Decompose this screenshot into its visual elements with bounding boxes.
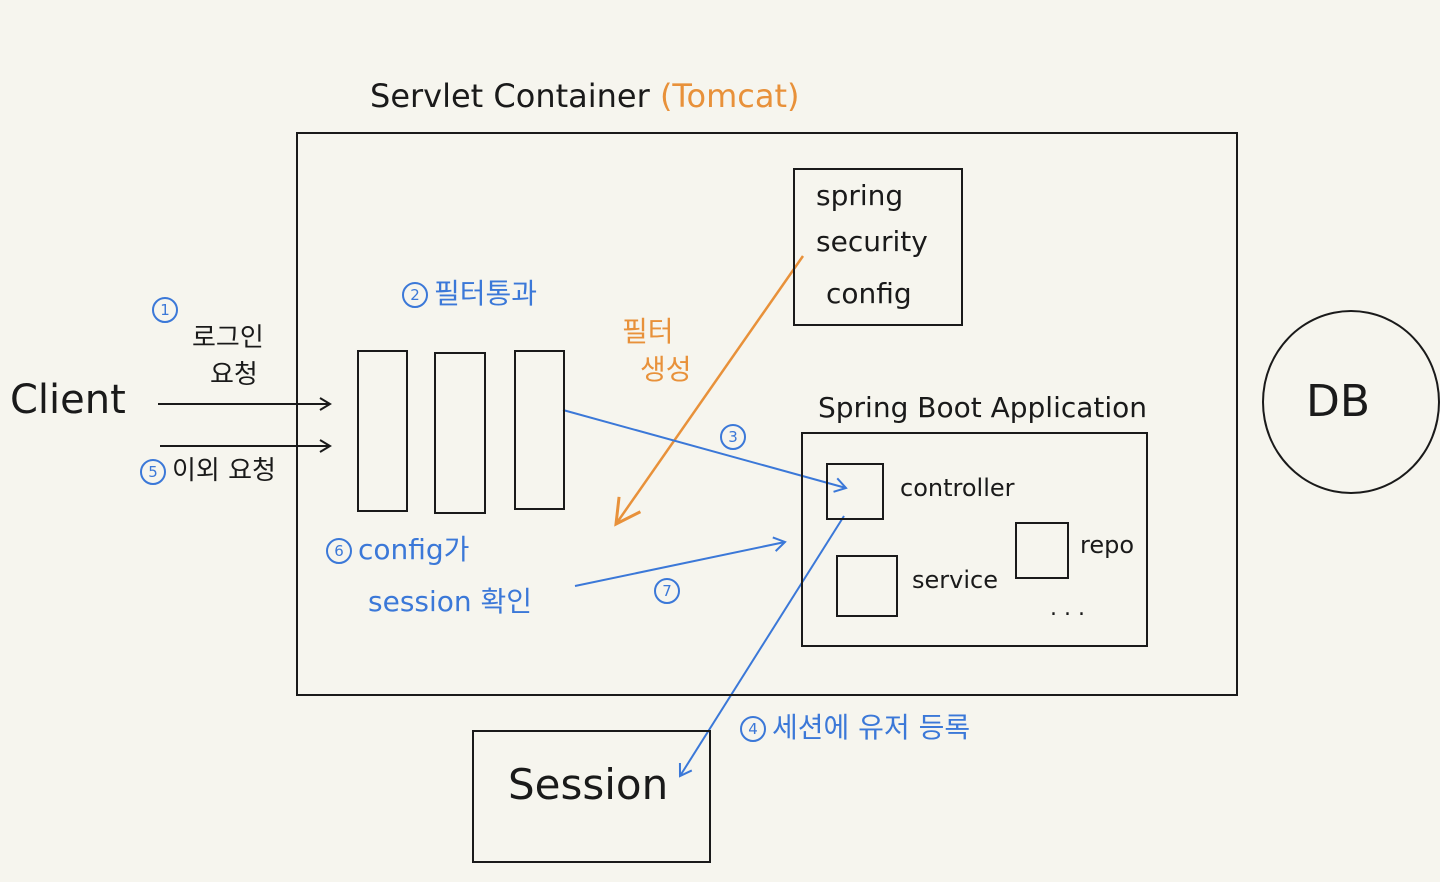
filter-3	[514, 350, 565, 510]
security-config-box	[793, 168, 963, 326]
step4-circle: 4	[740, 716, 766, 742]
step7-number: 7	[654, 578, 686, 604]
filter-2	[434, 352, 486, 514]
step2-text: 필터통과	[434, 277, 538, 310]
service-label: service	[912, 566, 998, 594]
servlet-container-title: Servlet Container (Tomcat)	[370, 80, 800, 112]
step4-text: 세션에 유저 등록	[772, 711, 971, 744]
controller-label: controller	[900, 474, 1015, 502]
step1-number: 1	[152, 297, 184, 323]
servlet-container-box	[296, 132, 1238, 696]
step7-circle: 7	[654, 578, 680, 604]
filter-create-line2: 생성	[640, 353, 692, 386]
step4-arrow	[678, 515, 845, 778]
step3-circle: 3	[720, 424, 746, 450]
client-label: Client	[10, 377, 126, 423]
controller-box	[826, 463, 884, 520]
security-config-line1: spring	[816, 179, 904, 212]
filter-create-line1: 필터	[622, 315, 674, 348]
db-label: DB	[1306, 376, 1371, 427]
servlet-container-title-paren: (Tomcat)	[659, 77, 800, 115]
step3-arrow	[562, 409, 848, 493]
repo-box	[1015, 522, 1069, 579]
step1-label-line2: 요청	[210, 360, 258, 390]
security-config-line3: config	[826, 277, 912, 310]
step1-circle: 1	[152, 297, 178, 323]
filter-create-arrow	[614, 255, 805, 527]
step6-text: config가	[358, 533, 470, 566]
step6-circle: 6	[326, 538, 352, 564]
step6-line2: session 확인	[368, 585, 533, 618]
step1-label-line1: 로그인	[192, 323, 264, 353]
step3-number: 3	[720, 424, 752, 450]
security-config-line2: security	[816, 225, 928, 258]
servlet-container-title-text: Servlet Container	[370, 77, 650, 115]
step2-circle: 2	[402, 282, 428, 308]
app-box	[801, 432, 1148, 647]
step5-circle: 5	[140, 458, 166, 485]
repo-label: repo	[1080, 531, 1135, 559]
app-title: Spring Boot Application	[818, 391, 1148, 424]
service-box	[836, 555, 898, 617]
db-circle	[1262, 310, 1440, 494]
session-box	[472, 730, 711, 863]
session-label: Session	[508, 760, 669, 809]
step5-text: 이외 요청	[172, 456, 276, 486]
app-ellipsis: . . .	[1050, 596, 1085, 621]
filter-1	[357, 350, 408, 512]
step7-arrow	[574, 536, 787, 587]
